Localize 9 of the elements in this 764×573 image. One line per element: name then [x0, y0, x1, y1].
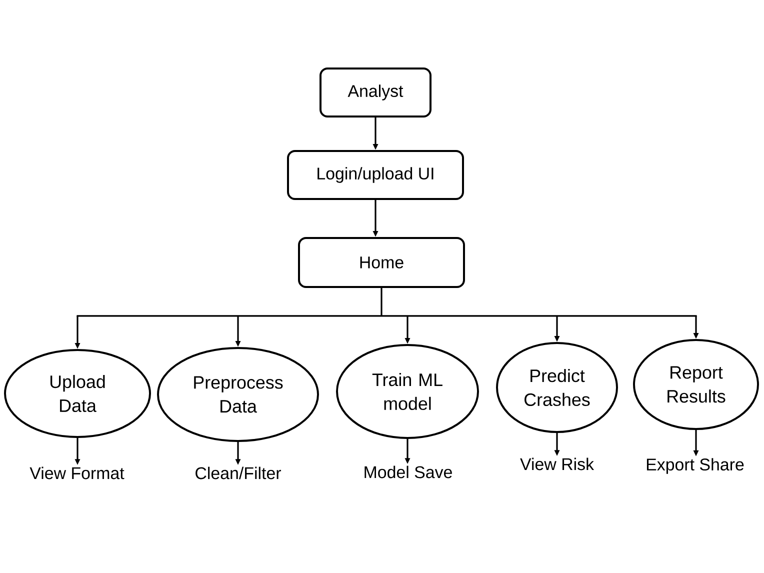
connector-line	[76, 287, 698, 317]
process-box: Login/upload UI	[287, 150, 464, 200]
process-box: Analyst	[320, 68, 432, 118]
action-text: Clean/Filter	[196, 466, 281, 480]
action-text: View Risk	[520, 458, 594, 470]
process-box: Home	[298, 236, 465, 288]
action-text: View Format	[30, 466, 124, 480]
action-text: Export Share	[646, 458, 744, 474]
action-text: Model Save	[364, 466, 452, 478]
